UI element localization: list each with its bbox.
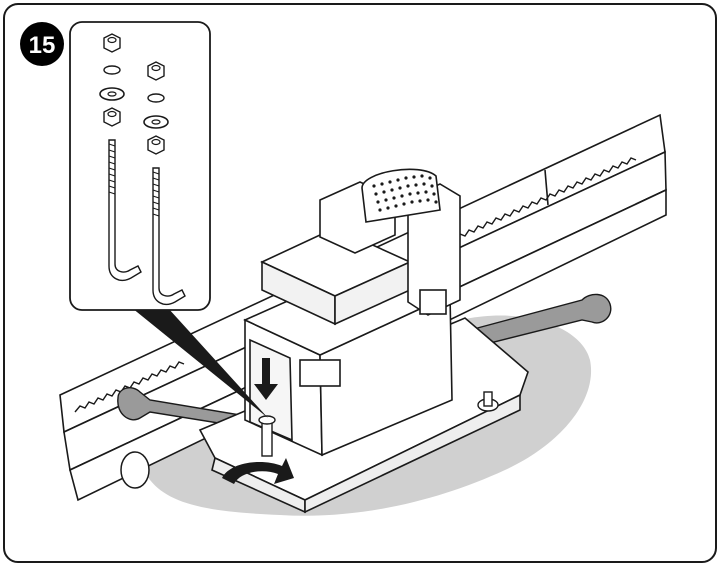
step-number-badge: 15: [20, 22, 64, 66]
hardware-callout: [69, 21, 268, 418]
arrow-down-icon: [254, 358, 278, 400]
hex-nut-icon: [147, 61, 165, 81]
hex-nut-icon: [147, 135, 165, 155]
l-anchor-bolt-icon: [108, 139, 142, 282]
rail-wheel: [120, 451, 150, 489]
hex-nut-icon: [103, 107, 121, 127]
step-number: 15: [29, 32, 56, 59]
washer-icon: [103, 65, 121, 75]
motor-unit: [243, 181, 461, 457]
callout-box: [69, 21, 211, 311]
hex-nut-icon: [103, 33, 121, 53]
washer-icon: [147, 93, 165, 103]
curved-arrow-icon: [222, 458, 294, 484]
l-anchor-bolt-icon: [152, 167, 186, 306]
vent-grille: [361, 168, 441, 223]
washer-icon: [99, 87, 125, 101]
base-anchor-bolts: [258, 391, 499, 457]
washer-icon: [143, 115, 169, 129]
